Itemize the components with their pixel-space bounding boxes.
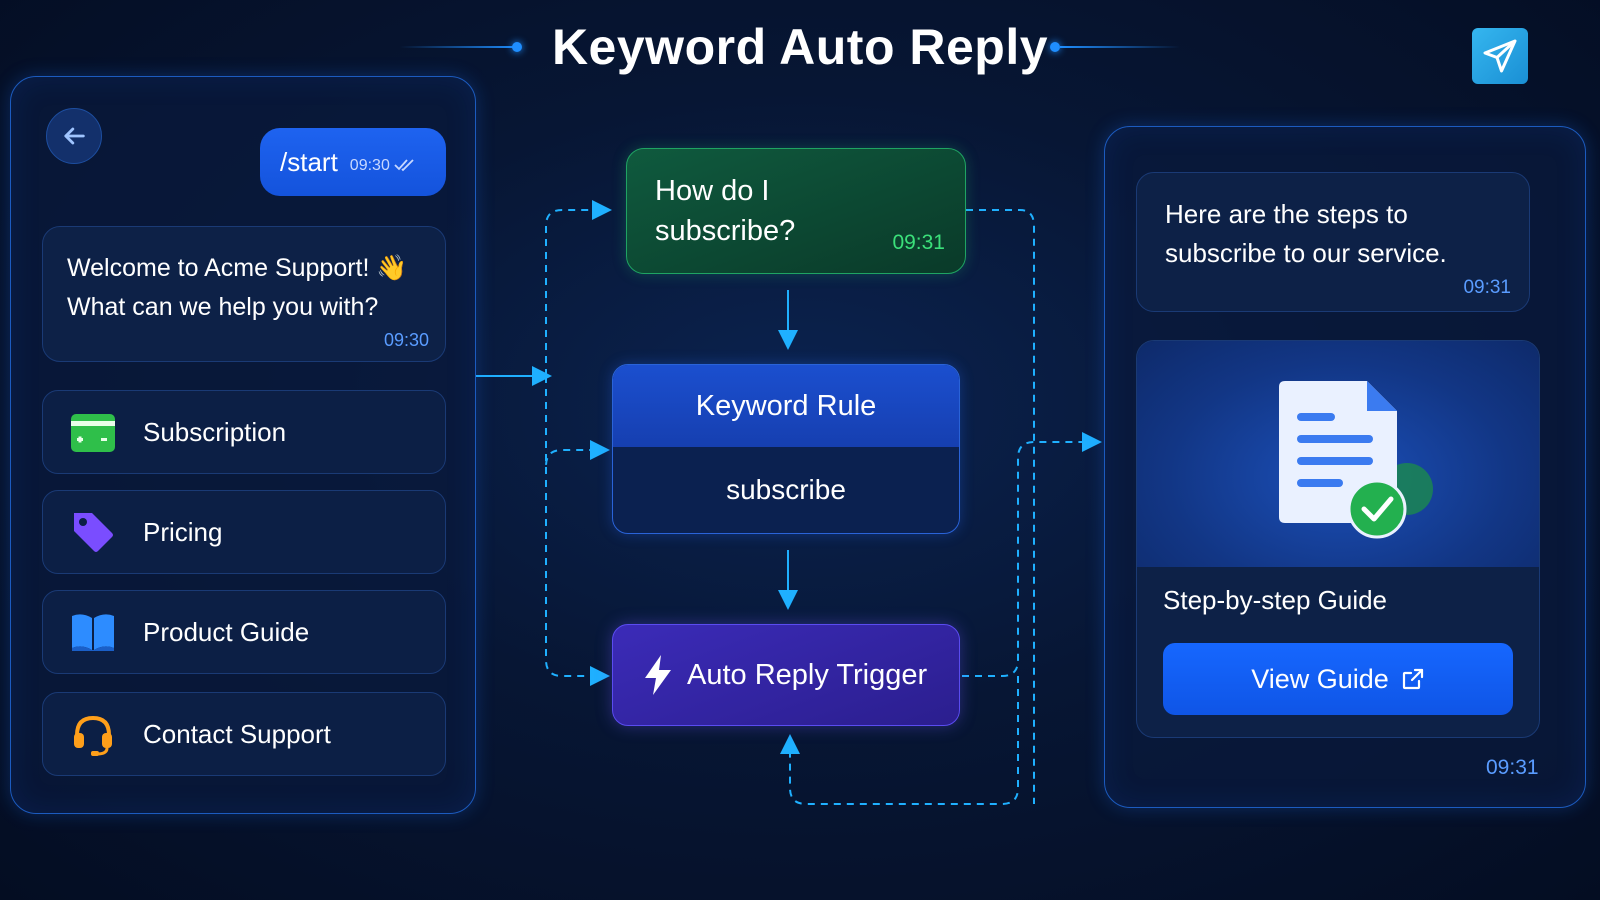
open-book-icon [69,608,117,656]
question-line: subscribe? [655,215,796,247]
title-line-left [400,46,520,48]
reply-message-time: 09:31 [1463,277,1511,298]
guide-card-image [1137,341,1539,567]
reply-message-line: subscribe to our service. [1165,238,1447,268]
connector-question-right [966,209,1035,804]
telegram-send-icon [1472,28,1528,84]
double-check-icon [394,159,414,172]
arrow-left-icon [64,127,85,145]
welcome-message-line: Welcome to Acme Support! 👋 [67,254,408,282]
title-dot-left [512,42,522,52]
reply-message-bubble: Here are the steps to subscribe to our s… [1136,172,1530,312]
connector-dashed-to-rule [545,376,610,467]
title-dot-right [1050,42,1060,52]
connector-loop-back [780,676,1019,805]
question-time: 09:31 [892,231,945,254]
question-message-node: How do I subscribe? 09:31 [626,148,966,274]
welcome-message-time: 09:30 [383,330,429,350]
menu-item-label: Product Guide [143,616,310,647]
document-check-icon [1279,381,1433,539]
credit-card-icon [69,408,117,456]
lightning-icon [645,655,671,695]
guide-card-title: Step-by-step Guide [1163,585,1388,615]
headset-icon [69,710,117,758]
keyword-rule-node: Keyword Rule subscribe [612,364,960,534]
connector-dashed-to-question [545,200,612,376]
menu-item-subscription[interactable]: Subscription [42,390,446,474]
external-link-icon [1402,668,1423,690]
guide-card: Step-by-step Guide View Guide [1136,340,1540,738]
question-line: How do I [655,175,770,207]
menu-item-pricing[interactable]: Pricing [42,490,446,574]
keyword-rule-title: Keyword Rule [613,365,959,447]
connector-trigger-out [962,432,1102,677]
guide-card-time: 09:31 [1486,756,1539,779]
menu-item-product-guide[interactable]: Product Guide [42,590,446,674]
keyword-rule-value: subscribe [726,474,846,505]
menu-item-label: Contact Support [143,718,331,749]
view-guide-label: View Guide [1251,663,1389,694]
menu-item-label: Subscription [143,416,287,447]
reply-message-line: Here are the steps to [1165,199,1408,229]
price-tag-icon [69,508,117,556]
start-message-time: 09:30 [349,157,390,174]
trigger-label: Auto Reply Trigger [687,658,928,691]
menu-item-contact-support[interactable]: Contact Support [42,692,446,776]
welcome-message-line: What can we help you with? [67,293,379,321]
connector-dashed-to-trigger [545,376,610,686]
welcome-message-bubble: Welcome to Acme Support! 👋 What can we h… [42,226,446,362]
view-guide-button[interactable]: View Guide [1163,643,1513,715]
menu-item-label: Pricing [143,516,223,547]
page-title: Keyword Auto Reply [551,19,1049,75]
start-message-bubble: /start 09:30 [260,128,446,196]
start-message-text: /start [280,146,338,177]
title-line-right [1060,46,1180,48]
back-button[interactable] [46,108,102,164]
auto-reply-trigger-node: Auto Reply Trigger [612,624,960,726]
